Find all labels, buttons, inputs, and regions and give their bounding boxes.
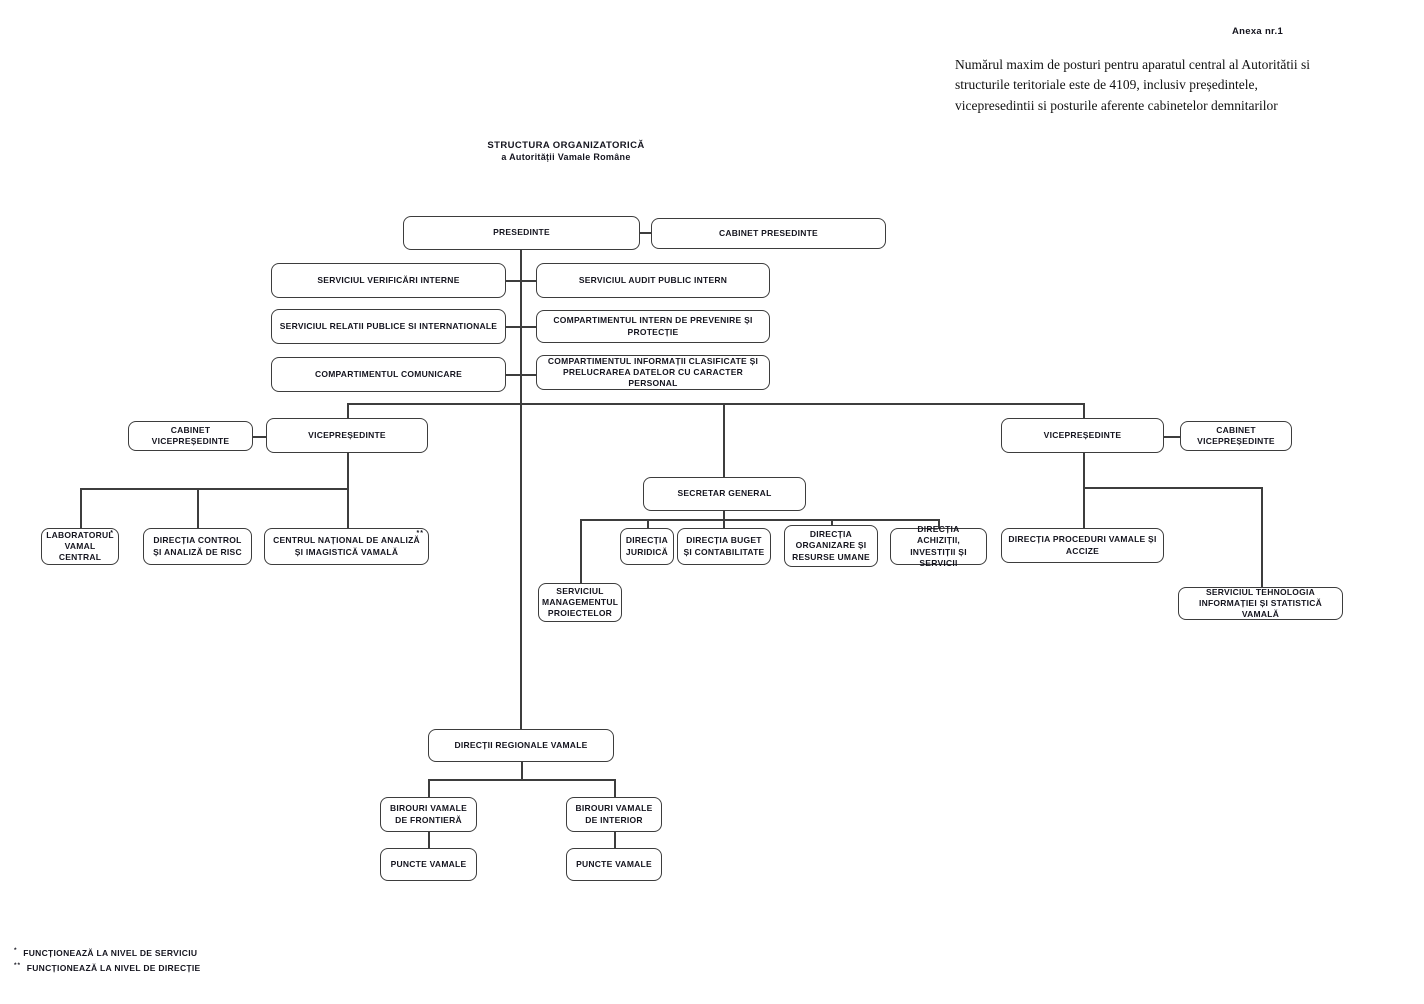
connector-line: [723, 403, 725, 477]
footnote-marker: *: [14, 947, 18, 954]
node-cabinet-vicepresedinte-dreapta: CABINET VICEPREȘEDINTE: [1180, 421, 1292, 451]
connector-line: [506, 374, 536, 376]
connector-line: [253, 436, 266, 438]
annex-note: Numărul maxim de posturi pentru aparatul…: [955, 57, 1311, 113]
node-serviciul-relatii-publice: SERVICIUL RELATII PUBLICE SI INTERNATION…: [271, 309, 506, 344]
connector-line: [428, 779, 430, 797]
connector-line: [428, 779, 614, 781]
connector-line: [580, 519, 938, 521]
connector-line: [521, 762, 523, 779]
connector-line: [640, 232, 651, 234]
node-cabinet-presedinte: CABINET PRESEDINTE: [651, 218, 886, 249]
connector-line: [520, 250, 522, 729]
annex-label: Anexa nr.1: [1232, 26, 1284, 37]
node-serviciul-verificari-interne: SERVICIUL VERIFICĂRI INTERNE: [271, 263, 506, 298]
node-directia-proceduri: DIRECȚIA PROCEDURI VAMALE ȘI ACCIZE: [1001, 528, 1164, 563]
connector-line: [614, 832, 616, 848]
node-birouri-frontiera: BIROURI VAMALE DE FRONTIERĂ: [380, 797, 477, 832]
chart-title-line1: STRUCTURA ORGANIZATORICĂ: [487, 140, 645, 151]
connector-line: [723, 519, 725, 528]
connector-line: [347, 403, 349, 418]
footnote-marker-one: *: [110, 530, 114, 537]
footnote-marker: **: [14, 962, 22, 969]
node-label: CENTRUL NAȚIONAL DE ANALIZĂ ȘI IMAGISTIC…: [273, 535, 420, 557]
node-laboratorul-vamal-central: * LABORATORUL VAMAL CENTRAL: [41, 528, 119, 565]
chart-title-line2: a Autorității Vamale Române: [501, 152, 631, 162]
node-compartimentul-prevenire: COMPARTIMENTUL INTERN DE PREVENIRE ȘI PR…: [536, 310, 770, 343]
footnote-text: FUNCȚIONEAZĂ LA NIVEL DE SERVICIU: [23, 947, 198, 958]
node-directia-organizare: DIRECȚIA ORGANIZARE ȘI RESURSE UMANE: [784, 525, 878, 567]
chart-title: STRUCTURA ORGANIZATORICĂ a Autorității V…: [440, 140, 692, 162]
footnote-directie: ** FUNCȚIONEAZĂ LA NIVEL DE DIRECȚIE: [14, 962, 201, 973]
footnote-text: FUNCȚIONEAZĂ LA NIVEL DE DIRECȚIE: [26, 962, 201, 973]
connector-line: [723, 511, 725, 519]
node-directia-control-risc: DIRECȚIA CONTROL ȘI ANALIZĂ DE RISC: [143, 528, 252, 565]
connector-line: [580, 519, 582, 583]
node-cabinet-vicepresedinte-stanga: CABINET VICEPREȘEDINTE: [128, 421, 253, 451]
node-vicepresedinte-stanga: VICEPREȘEDINTE: [266, 418, 428, 453]
node-vicepresedinte-dreapta: VICEPREȘEDINTE: [1001, 418, 1164, 453]
node-birouri-interior: BIROURI VAMALE DE INTERIOR: [566, 797, 662, 832]
node-puncte-vamale-frontiera: PUNCTE VAMALE: [380, 848, 477, 881]
connector-line: [506, 280, 536, 282]
node-compartimentul-comunicare: COMPARTIMENTUL COMUNICARE: [271, 357, 506, 392]
node-serviciul-tehnologia: SERVICIUL TEHNOLOGIA INFORMAȚIEI ȘI STAT…: [1178, 587, 1343, 620]
connector-line: [647, 519, 649, 528]
connector-line: [1164, 436, 1180, 438]
connector-line: [80, 488, 347, 490]
connector-line: [831, 519, 833, 525]
connector-line: [428, 832, 430, 848]
connector-line: [614, 779, 616, 797]
connector-line: [1083, 403, 1085, 418]
node-directii-regionale: DIRECȚII REGIONALE VAMALE: [428, 729, 614, 762]
connector-line: [347, 453, 349, 528]
connector-line: [347, 403, 1083, 405]
connector-line: [80, 488, 82, 528]
footnote-serviciu: * FUNCȚIONEAZĂ LA NIVEL DE SERVICIU: [14, 947, 197, 958]
node-serviciul-management-proiecte: SERVICIUL MANAGEMENTUL PROIECTELOR: [538, 583, 622, 622]
connector-line: [1083, 487, 1261, 489]
node-compartimentul-informatii: COMPARTIMENTUL INFORMAȚII CLASIFICATE ȘI…: [536, 355, 770, 390]
node-centrul-national-analiza: ** CENTRUL NAȚIONAL DE ANALIZĂ ȘI IMAGIS…: [264, 528, 429, 565]
node-label: LABORATORUL VAMAL CENTRAL: [46, 529, 114, 563]
footnote-marker-two: **: [416, 530, 424, 537]
node-serviciul-audit-public-intern: SERVICIUL AUDIT PUBLIC INTERN: [536, 263, 770, 298]
connector-line: [197, 488, 199, 528]
node-secretar-general: SECRETAR GENERAL: [643, 477, 806, 511]
node-directia-buget: DIRECȚIA BUGET ȘI CONTABILITATE: [677, 528, 771, 565]
connector-line: [1083, 453, 1085, 528]
connector-line: [506, 326, 536, 328]
connector-line: [938, 519, 940, 528]
node-directia-achizitii: DIRECȚIA ACHIZIȚII, INVESTIȚII ȘI SERVIC…: [890, 524, 987, 568]
connector-line: [1261, 487, 1263, 587]
node-directia-juridica: DIRECȚIA JURIDICĂ: [620, 528, 674, 565]
node-presedinte: PRESEDINTE: [403, 216, 640, 250]
node-puncte-vamale-interior: PUNCTE VAMALE: [566, 848, 662, 881]
